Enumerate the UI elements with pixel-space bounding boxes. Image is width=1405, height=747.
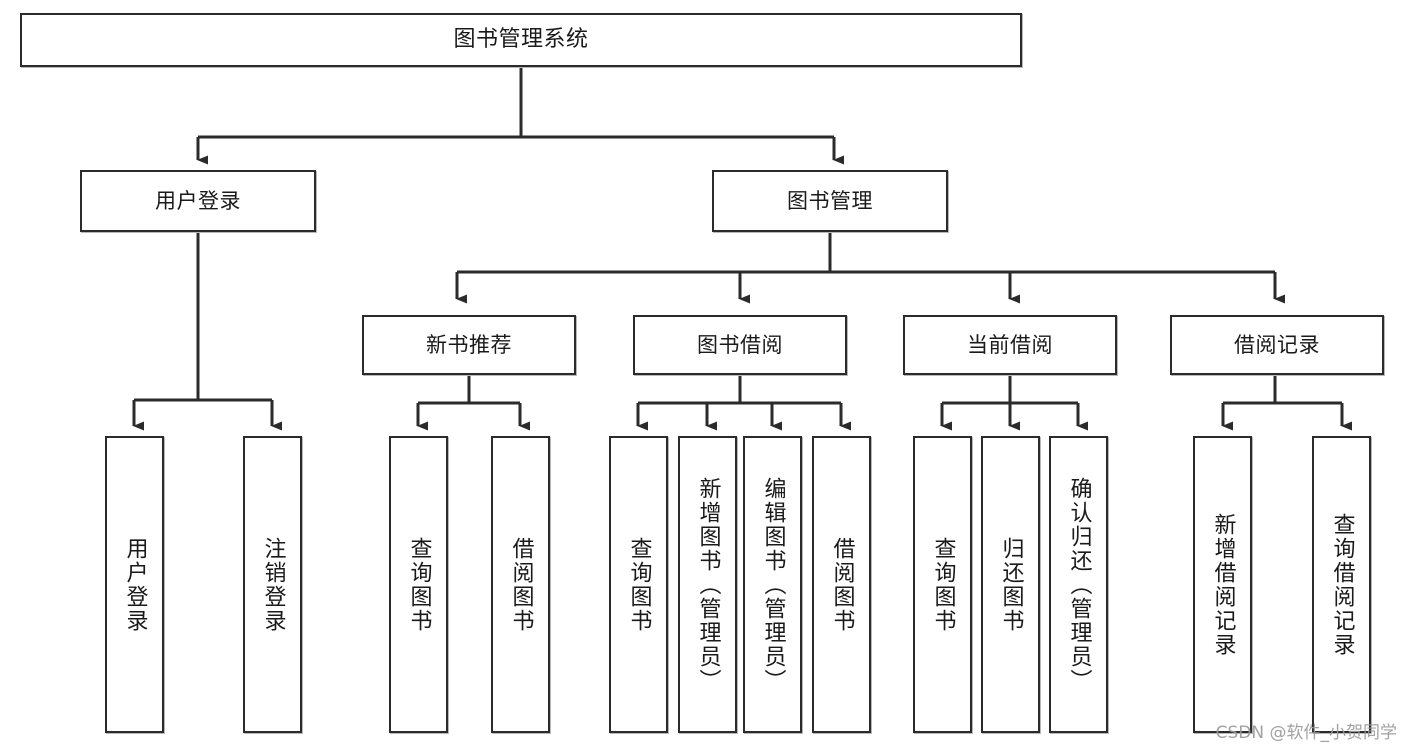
node-label: 图书管理系统 — [453, 27, 589, 53]
node-label: 确认归还（管理员） — [1066, 476, 1092, 693]
node-label: 当前借阅 — [967, 332, 1053, 357]
node-leaf-borrow-book-1[interactable]: 借阅图书 — [491, 436, 550, 733]
node-root-book-management-system[interactable]: 图书管理系统 — [20, 13, 1022, 67]
node-label: 查询图书 — [930, 536, 956, 633]
node-label: 查询图书 — [626, 536, 652, 633]
node-book-borrow[interactable]: 图书借阅 — [633, 315, 847, 375]
node-label: 借阅图书 — [829, 536, 855, 633]
node-book-manage[interactable]: 图书管理 — [712, 170, 948, 232]
node-label: 编辑图书（管理员） — [760, 476, 786, 693]
node-leaf-query-book-2[interactable]: 查询图书 — [609, 436, 668, 733]
node-label: 图书管理 — [787, 188, 873, 213]
node-leaf-return-book[interactable]: 归还图书 — [981, 436, 1040, 733]
node-leaf-add-record[interactable]: 新增借阅记录 — [1193, 436, 1252, 733]
node-leaf-add-book[interactable]: 新增图书（管理员） — [678, 436, 737, 733]
node-label: 新增借阅记录 — [1210, 512, 1236, 657]
node-label: 借阅图书 — [508, 536, 534, 633]
node-current-borrow[interactable]: 当前借阅 — [903, 315, 1117, 375]
node-label: 用户登录 — [122, 536, 148, 633]
node-leaf-query-book-3[interactable]: 查询图书 — [913, 436, 972, 733]
node-leaf-confirm-return[interactable]: 确认归还（管理员） — [1049, 436, 1108, 733]
node-label: 新增图书（管理员） — [695, 476, 721, 693]
node-label: 查询图书 — [406, 536, 432, 633]
node-label: 新书推荐 — [426, 332, 512, 357]
node-leaf-edit-book[interactable]: 编辑图书（管理员） — [743, 436, 802, 733]
node-leaf-user-login[interactable]: 用户登录 — [105, 436, 164, 733]
node-leaf-query-record[interactable]: 查询借阅记录 — [1312, 436, 1371, 733]
node-leaf-borrow-book-2[interactable]: 借阅图书 — [812, 436, 871, 733]
node-borrow-record[interactable]: 借阅记录 — [1170, 315, 1384, 375]
csdn-watermark: CSDN @软件_小贺同学 — [1215, 723, 1397, 743]
node-leaf-query-book-1[interactable]: 查询图书 — [389, 436, 448, 733]
node-label: 归还图书 — [998, 536, 1024, 633]
node-leaf-logout-login[interactable]: 注销登录 — [243, 436, 302, 733]
node-label: 借阅记录 — [1234, 332, 1320, 357]
node-user-login[interactable]: 用户登录 — [80, 170, 316, 232]
node-new-book-recommend[interactable]: 新书推荐 — [362, 315, 576, 375]
node-label: 注销登录 — [260, 536, 286, 633]
node-label: 图书借阅 — [697, 332, 783, 357]
node-label: 查询借阅记录 — [1329, 512, 1355, 657]
node-label: 用户登录 — [155, 188, 241, 213]
